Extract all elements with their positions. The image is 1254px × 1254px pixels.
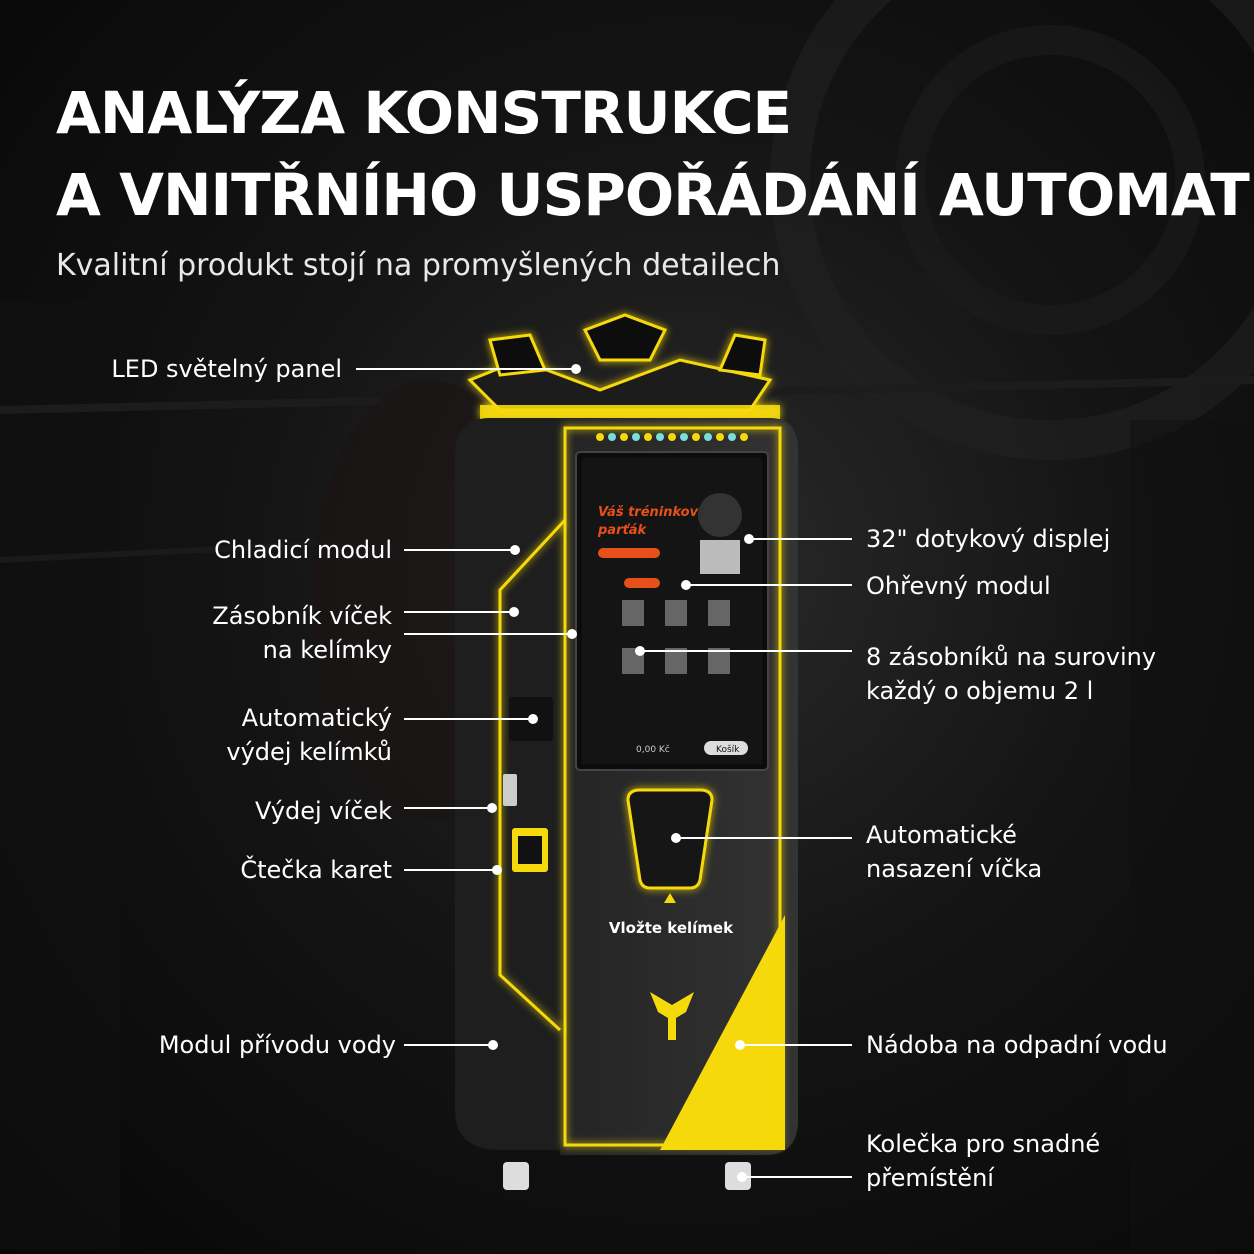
- label-card-reader: Čtečka karet: [240, 856, 392, 884]
- waste-panel: [660, 915, 785, 1150]
- label-water-inlet: Modul přívodu vody: [158, 1031, 396, 1059]
- label-heating: Ohřevný modul: [866, 572, 1051, 600]
- leader-lines: [356, 364, 852, 1182]
- insert-cup-text: Vložte kelímek: [609, 919, 734, 937]
- screen-cart: Košík: [716, 744, 740, 755]
- label-cooling: Chladicí modul: [214, 536, 392, 564]
- label-lid-dispense: Výdej víček: [254, 797, 392, 825]
- wheel-left: [503, 1162, 529, 1190]
- cup-slot: [626, 788, 714, 890]
- led-dots: [596, 433, 748, 441]
- brand-logo: [650, 992, 694, 1040]
- label-touch-display: 32" dotykový displej: [866, 525, 1111, 553]
- label-led-panel: LED světelný panel: [111, 355, 342, 383]
- lid-dispenser: [503, 774, 517, 806]
- screen-heading-2: parťák: [597, 523, 647, 538]
- led-outline: [498, 426, 782, 1147]
- title-line-2: A VNITŘNÍHO USPOŘÁDÁNÍ AUTOMATU: [56, 161, 1254, 229]
- led-crown: [467, 313, 780, 419]
- title-line-1: ANALÝZA KONSTRUKCE: [56, 79, 792, 147]
- subtitle: Kvalitní produkt stojí na promyšlených d…: [56, 248, 781, 283]
- label-waste-water: Nádoba na odpadní vodu: [866, 1031, 1168, 1059]
- screen-total: 0,00 Kč: [636, 744, 670, 755]
- screen-heading-1: Váš tréninkový: [598, 505, 707, 520]
